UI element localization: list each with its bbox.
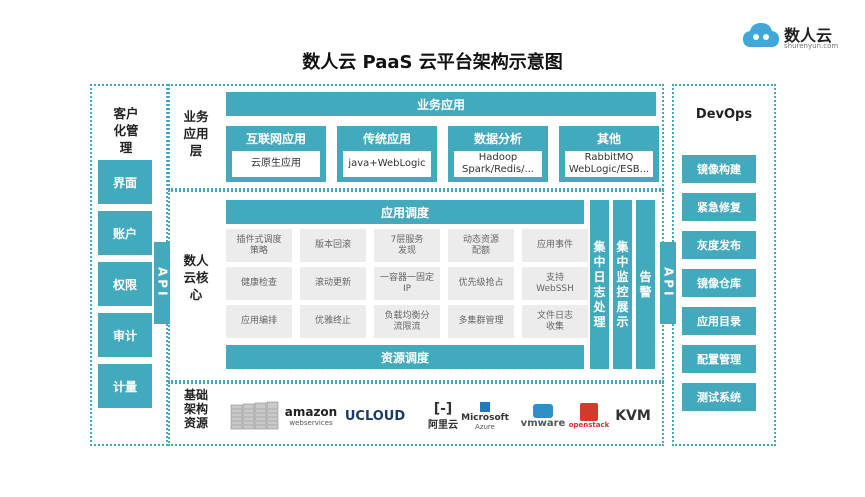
infra-provider xyxy=(228,398,280,434)
devops-item: 镜像构建 xyxy=(682,155,756,183)
core-feature-cell: 优雅终止 xyxy=(300,305,366,338)
infra-provider: vmware xyxy=(516,398,570,434)
page-title: 数人云 PaaS 云平台架构示意图 xyxy=(302,52,563,73)
business-group-content: java+WebLogic xyxy=(343,151,431,177)
cloud-logo-icon xyxy=(743,23,779,47)
left-panel-item: 权限 xyxy=(98,262,152,306)
devops-item: 应用目录 xyxy=(682,307,756,335)
core-feature-cell: 支持 WebSSH xyxy=(522,267,588,300)
infra-provider: UCLOUD xyxy=(344,398,406,434)
right-api-bar: API xyxy=(660,242,676,324)
core-feature-cell: 多集群管理 xyxy=(448,305,514,338)
business-group-content: RabbitMQ WebLogic/ESB... xyxy=(565,151,653,177)
left-panel-item: 审计 xyxy=(98,313,152,357)
infra-layer xyxy=(168,382,664,446)
infra-provider: [-] 阿里云 xyxy=(416,398,470,434)
brand-name: 数人云 xyxy=(784,26,833,45)
devops-item: 测试系统 xyxy=(682,383,756,411)
business-app-header: 业务应用 xyxy=(226,92,656,116)
aliyun-logo: 阿里云 xyxy=(428,419,458,431)
business-group-content: Hadoop Spark/Redis/... xyxy=(454,151,542,177)
windows-icon xyxy=(480,401,490,412)
business-group-title: 其他 xyxy=(596,131,621,146)
left-api-label: API xyxy=(155,267,170,299)
infra-provider: KVM xyxy=(606,398,660,434)
server-rack-icon xyxy=(230,401,279,430)
resource-scheduling-bar: 资源调度 xyxy=(226,345,584,369)
kvm-logo: KVM xyxy=(615,408,651,424)
openstack-square-icon xyxy=(580,403,598,421)
core-feature-cell: 7层服务 发现 xyxy=(374,229,440,262)
core-feature-cell: 动态资源 配额 xyxy=(448,229,514,262)
core-feature-cell: 优先级抢占 xyxy=(448,267,514,300)
right-api-label: API xyxy=(661,267,676,299)
business-group-title: 数据分析 xyxy=(473,131,522,146)
core-side-column: 集 中 监 控 展 示 xyxy=(613,200,632,369)
core-side-column: 集 中 日 志 处 理 xyxy=(590,200,609,369)
brand-logo: 数人云 shurenyun.com xyxy=(742,20,860,54)
core-layer xyxy=(168,190,664,382)
devops-item: 灰度发布 xyxy=(682,231,756,259)
left-panel-item: 账户 xyxy=(98,211,152,255)
infra-layer-label: 基础 架构 资源 xyxy=(183,388,208,430)
left-api-bar: API xyxy=(154,242,170,324)
amazon-logo: amazon xyxy=(284,405,338,419)
left-panel-item: 界面 xyxy=(98,160,152,204)
core-layer-label: 数人 云核 心 xyxy=(183,253,209,302)
infra-provider-sub: Azure xyxy=(475,422,495,431)
devops-item: 镜像仓库 xyxy=(682,269,756,297)
right-panel-label: DevOps xyxy=(695,106,753,122)
core-side-column: 告 警 xyxy=(636,200,655,369)
devops-item: 配置管理 xyxy=(682,345,756,373)
core-feature-cell: 应用事件 xyxy=(522,229,588,262)
core-feature-cell: 健康检查 xyxy=(226,267,292,300)
core-feature-cell: 版本回滚 xyxy=(300,229,366,262)
vmware-cluster-icon xyxy=(533,403,553,418)
infra-provider-sub: webservices xyxy=(289,419,333,427)
business-group-title: 互联网应用 xyxy=(245,131,306,146)
business-layer-label: 业务 应用 层 xyxy=(183,109,209,158)
vmware-logo: vmware xyxy=(520,417,566,429)
core-feature-cell: 文件日志 收集 xyxy=(522,305,588,338)
business-group-title: 传统应用 xyxy=(362,131,411,146)
left-panel-item: 计量 xyxy=(98,364,152,408)
core-feature-cell: 负载均衡分 流限流 xyxy=(374,305,440,338)
core-feature-cell: 一容器一固定 IP xyxy=(374,267,440,300)
aliyun-bracket-icon: [-] xyxy=(433,400,453,417)
openstack-logo: openstack xyxy=(568,421,610,429)
core-feature-cell: 插件式调度 策略 xyxy=(226,229,292,262)
app-scheduling-bar: 应用调度 xyxy=(226,200,584,224)
azure-logo: Microsoft xyxy=(461,412,509,423)
business-layer xyxy=(168,84,664,190)
ucloud-logo: UCLOUD xyxy=(344,408,406,424)
devops-item: 紧急修复 xyxy=(682,193,756,221)
infra-provider: openstack xyxy=(562,398,616,434)
brand-domain: shurenyun.com xyxy=(784,42,839,50)
left-panel-label: 客户 化管 理 xyxy=(113,106,139,155)
core-feature-cell: 滚动更新 xyxy=(300,267,366,300)
core-feature-cell: 应用编排 xyxy=(226,305,292,338)
business-group-content: 云原生应用 xyxy=(232,151,320,177)
